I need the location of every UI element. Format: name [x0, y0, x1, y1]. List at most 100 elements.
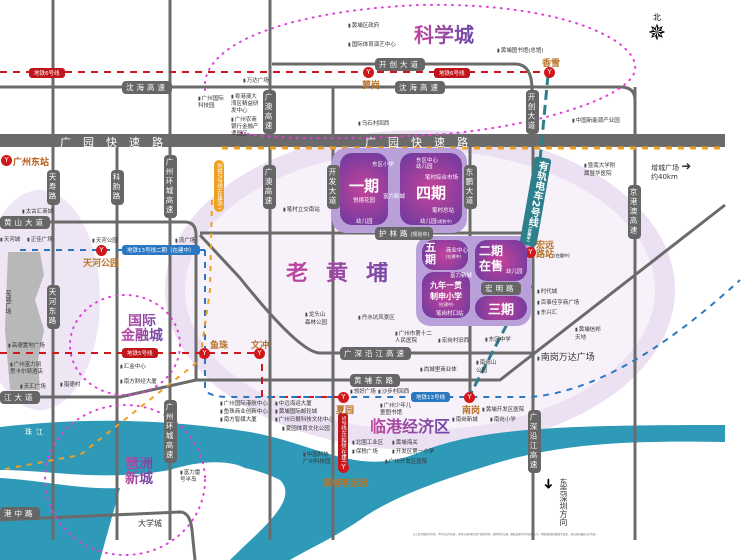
road-huancheng-label: 广州环城高速: [164, 155, 177, 218]
flower-city-square: [5, 252, 44, 390]
metro-line5-label: 地铁5号线: [122, 348, 158, 358]
poi: 黄埔开发区医院: [482, 405, 525, 413]
poi-biz-center: 商业中心(在建中): [446, 248, 468, 260]
poi: 南岗小学: [490, 415, 516, 423]
road-huanglin-label: 护林路(规划中): [375, 227, 434, 240]
poi: 南岗新城: [452, 415, 478, 423]
zengcheng-distance: 约40km: [651, 173, 678, 182]
metro-line6-label: 地铁6号线: [29, 68, 65, 78]
station-hongyuan[interactable]: 宏远路站(在建中): [536, 241, 570, 261]
project-school-2: 制申小学: [430, 292, 462, 301]
project-phase3[interactable]: 三期: [475, 296, 527, 320]
station-luogang[interactable]: 萝岗: [362, 81, 381, 91]
poi: 鱼珠商业创新中心: [220, 407, 268, 415]
road-huancheng-label-2: 广州环城高速: [164, 400, 177, 463]
metro-icon: Y: [1, 155, 12, 166]
project-phase1[interactable]: 一期悦禧花园: [340, 153, 388, 225]
poi: 黄埔信邦天地: [575, 325, 605, 341]
poi: 天河公园: [92, 236, 118, 244]
poi: 正佳广场: [27, 235, 53, 243]
station-tianhe-park[interactable]: 天河公园: [83, 259, 120, 269]
district-pazhou-line1: 琶洲: [125, 456, 153, 472]
poi: 汇金中心: [120, 362, 146, 370]
poi-kindergarten-4-note: (规划中): [436, 219, 452, 224]
project-brand-1: 富力新城: [383, 194, 406, 200]
district-ifc-line2: 金融城: [121, 328, 163, 345]
ifc-boundary: [69, 294, 181, 396]
poi: 南方智媒大厦: [220, 415, 257, 423]
project-phase2-title: 二期: [479, 244, 504, 258]
poi: 猎德村: [60, 380, 81, 388]
station-xiangxue[interactable]: 香雪: [542, 59, 561, 69]
poi: 龙头山森林公园: [305, 310, 329, 326]
metro-line13: [204, 250, 741, 398]
poi: 天汇广场: [20, 382, 46, 390]
poi: 广州日报科技文化中心: [275, 415, 334, 423]
project-phase4-title: 四期: [415, 184, 446, 202]
poi-biz-center-name: 商业中心: [446, 248, 469, 254]
project-school-1: 九年一贯: [430, 281, 462, 290]
poi-bus2: 笔岗村口站: [436, 311, 464, 317]
project-school-note: (在建中): [438, 302, 454, 307]
zengcheng-label: 增城广场: [651, 164, 679, 172]
poi: 广州市第十二人民医院: [395, 331, 433, 345]
metro-icon: Y: [338, 392, 349, 403]
poi: 东区中学: [485, 335, 511, 343]
poi: 广州国际港航中心: [220, 399, 268, 407]
poi: 时代城: [537, 287, 558, 295]
poi-kindergarten-4: 幼儿园(规划中): [420, 217, 452, 225]
poi: 黄埔图书馆(总馆): [497, 46, 544, 54]
project-phase1-sub: 悦禧花园: [352, 198, 375, 204]
poi: 中国科协广州科技园: [303, 452, 333, 466]
project-phase5-title: 五期: [425, 241, 436, 266]
station-xiayuan[interactable]: 夏园: [336, 406, 355, 416]
poi: 广州少年儿童图书馆: [380, 403, 412, 417]
road-jinggangao-label: 京港澳高速: [628, 185, 641, 239]
metro-icon: Y: [96, 245, 107, 256]
project-phase1-title: 一期: [348, 177, 379, 195]
poi-kindergarten-4-name: 幼儿园: [420, 219, 437, 225]
poi: 黄埔海关: [392, 438, 418, 446]
poi-bus-station: 笔村总站: [432, 208, 455, 214]
poi: 广州富力丽思卡尔顿酒店: [10, 362, 46, 376]
project-phase5[interactable]: 五期: [422, 240, 468, 270]
project-phase3-title: 三期: [487, 303, 514, 318]
poi-kindergarten-2: 幼儿园: [506, 269, 523, 275]
station-port[interactable]: 黄埔客运港: [323, 479, 369, 489]
poi: 广州国际科技园: [198, 96, 229, 110]
poi: 高德置地广场: [8, 341, 45, 349]
project-school[interactable]: 九年一贯制申小学(在建中): [422, 272, 470, 318]
poi: 百事佳亨商广场: [537, 298, 580, 306]
road-keyun-label: 科韵路: [111, 170, 124, 205]
station-hongyuan-note: (在建中): [554, 253, 570, 259]
metro-line13-label: 地铁13号线: [411, 392, 450, 402]
metro-icon: Y: [338, 462, 349, 473]
station-nangang[interactable]: 南岗: [462, 406, 481, 416]
road-zhujiang-label: 江大道: [0, 391, 40, 404]
dongguan-direction: ➜ 东莞深圳方向: [540, 478, 569, 526]
poi-east-center: 东区中心幼儿园: [416, 158, 438, 170]
station-yuzhu[interactable]: 鱼珠: [210, 341, 229, 351]
road-kaifa-label: 开发大道: [327, 165, 340, 209]
poi: 富力雷号半岛: [180, 470, 202, 484]
project-phase2[interactable]: 二期在售: [475, 240, 527, 281]
poi: 南方财经大厦: [120, 377, 157, 385]
road-huangshan-label: 黄山大道: [0, 216, 50, 229]
project-phase4[interactable]: 四期: [400, 153, 462, 225]
guangyuan-expressway: [0, 134, 725, 147]
station-gz-east[interactable]: 广州东站: [13, 158, 50, 168]
metro-line7-label: 地铁7号线(在建中): [214, 160, 224, 213]
poi-east-center-1: 东区中心: [416, 158, 439, 164]
road-guangao-label-2: 广澳高速: [263, 165, 276, 209]
station-wenchong[interactable]: 文冲: [251, 341, 270, 351]
district-ifc: 国际金融城: [121, 314, 163, 345]
poi: 尚城里商业体: [420, 365, 457, 373]
poi-kindergarten-1: 幼儿园: [356, 219, 373, 225]
poi: 粤港澳大湾区精益研发中心: [231, 94, 262, 115]
poi: 宏岗村旧西: [438, 336, 470, 344]
poi-east-center-2: 幼儿园: [416, 164, 433, 171]
arrow-down-icon: ➜: [540, 478, 556, 490]
poi: 沙步村回西: [378, 387, 410, 395]
flower-city-square-label: 花城广场: [4, 290, 11, 314]
district-pazhou-line2: 新城: [125, 471, 153, 488]
